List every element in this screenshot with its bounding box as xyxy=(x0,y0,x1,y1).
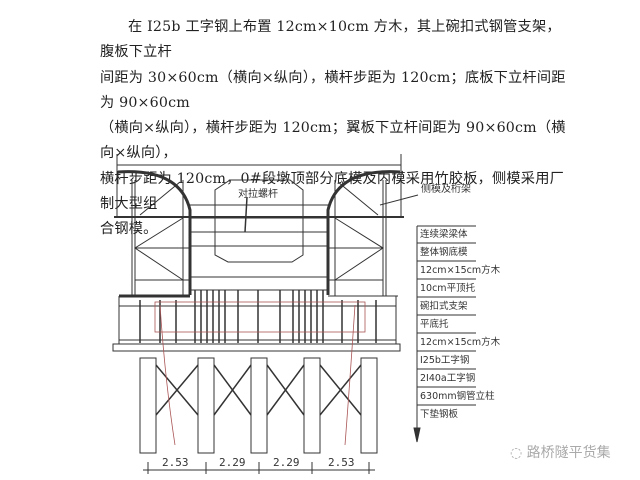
dimension-label: 2.29 xyxy=(273,456,300,469)
para-line: 在 I25b 工字钢上布置 12cm×10cm 方木，其上碗扣式钢管支架，腹板下… xyxy=(100,19,561,61)
dimension-label: 2.53 xyxy=(328,456,355,469)
legend-item: 10cm平顶托 xyxy=(420,283,476,294)
legend-item: 2I40a工字钢 xyxy=(420,373,476,384)
side-trusses xyxy=(131,180,387,296)
chat-bubble-icon: ◌ xyxy=(510,445,527,461)
dimension-label: 2.53 xyxy=(162,456,189,469)
description-paragraph: 在 I25b 工字钢上布置 12cm×10cm 方木，其上碗扣式钢管支架，腹板下… xyxy=(100,15,570,243)
legend-item: 下垫钢板 xyxy=(420,409,459,420)
watermark-text: 路桥隧平货集 xyxy=(526,445,611,461)
legend-item: 平底托 xyxy=(420,319,449,330)
side-form-leader xyxy=(379,194,419,206)
side-form-label: 侧模及桁架 xyxy=(421,184,471,195)
dimension-line xyxy=(143,462,375,474)
tie-rod-label: 对拉螺杆 xyxy=(238,189,278,200)
para-line: 横杆步距为 120cm，0#段墩顶部分底模及内模采用竹胶板，侧模采用厂制大型组 xyxy=(100,170,564,213)
watermark: ◌ 路桥隧平货集 xyxy=(510,442,611,462)
para-line: （横向×纵向），横杆步距为 120cm；翼板下立杆间距为 90×60cm（横向×… xyxy=(100,120,566,162)
legend-item: 12cm×15cm方木 xyxy=(420,337,501,348)
steel-pipe-piles xyxy=(139,304,378,454)
legend-item: 连续梁梁体 xyxy=(420,229,468,240)
support-frame xyxy=(112,276,401,352)
para-line: 间距为 30×60cm（横向×纵向），横杆步距为 120cm；底板下立杆间距为 … xyxy=(100,69,566,111)
legend-item: 630mm钢管立柱 xyxy=(420,391,495,402)
legend-item: 碗扣式支架 xyxy=(420,301,468,312)
para-line: 合钢模。 xyxy=(100,221,158,238)
legend-item: 12cm×15cm方木 xyxy=(420,265,501,276)
legend-item: I25b工字钢 xyxy=(420,355,470,366)
dimension-label: 2.29 xyxy=(219,456,246,469)
legend-lines xyxy=(413,225,476,443)
girder-outline xyxy=(114,154,404,295)
tie-rods xyxy=(190,196,328,247)
legend-item: 整体钢底模 xyxy=(420,247,468,258)
